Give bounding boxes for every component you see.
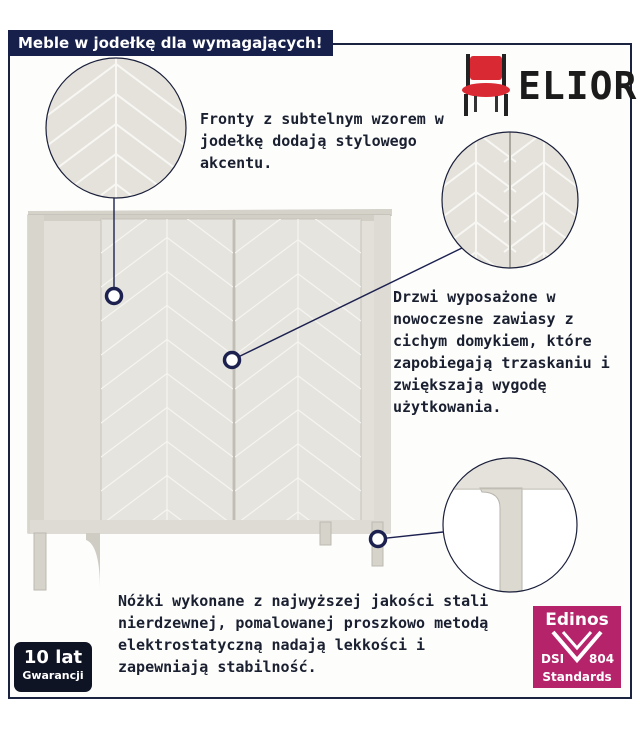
certificate-brand: Edinos: [545, 610, 609, 630]
callout-legs: Nóżki wykonane z najwyższej jakości stal…: [118, 592, 489, 676]
chair-icon: [462, 54, 510, 116]
brand-name: ELIOR: [518, 64, 638, 108]
zoom-leg: [442, 457, 578, 593]
certificate-badge: Edinos DSI 804 Standards: [533, 606, 621, 688]
warranty-years: 10 lat: [23, 647, 83, 668]
certificate-right: 804: [589, 652, 615, 666]
header-title: Meble w jodełkę dla wymagających!: [8, 30, 333, 56]
certificate-left: DSI: [541, 652, 565, 666]
certificate-label: Standards: [542, 670, 612, 684]
brand-logo: ELIOR: [456, 50, 636, 120]
warranty-label: Gwarancji: [22, 669, 84, 682]
marker-leg: [368, 529, 388, 549]
warranty-badge: 10 lat Gwarancji: [14, 642, 92, 692]
marker-door: [222, 350, 242, 370]
marker-front: [104, 286, 124, 306]
cabinet: [27, 209, 392, 591]
callout-door: Drzwi wyposażone w nowoczesne zawiasy z …: [393, 288, 610, 416]
callout-front: Fronty z subtelnym wzorem w jodełkę doda…: [200, 110, 444, 172]
shield-icon: [551, 630, 603, 664]
